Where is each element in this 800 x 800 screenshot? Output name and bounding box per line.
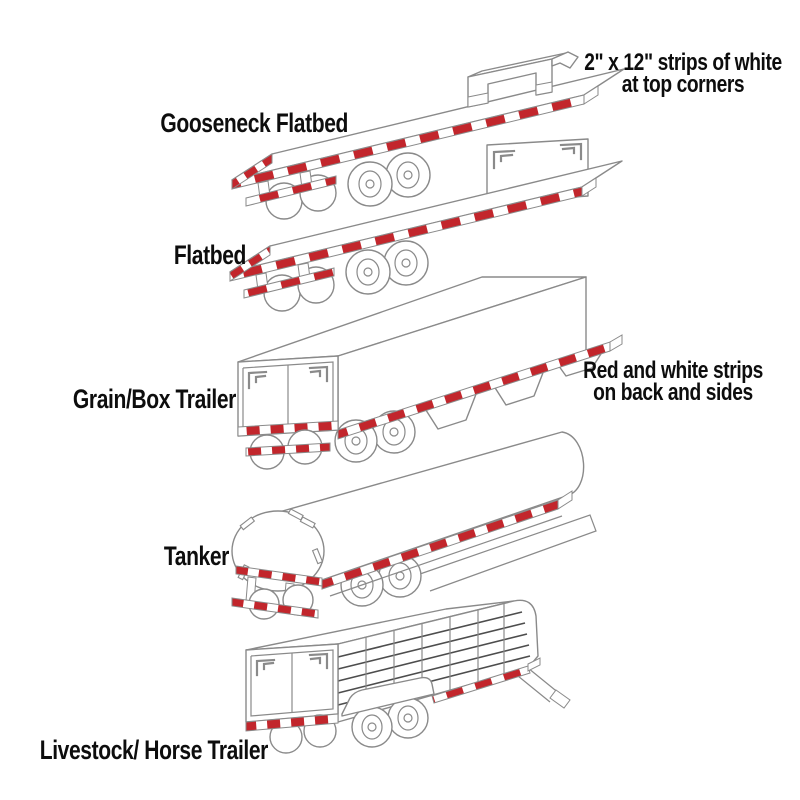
rear-bumper-tape (243, 267, 335, 299)
wheel-fender (341, 676, 435, 717)
white-corner-strip (492, 149, 516, 170)
white-corner-strip (255, 658, 276, 677)
label-livestock-horse-trailer: Livestock/ Horse Trailer (39, 735, 269, 765)
label-flatbed: Flatbed (173, 240, 247, 270)
livestock-horse-trailer-illustration (245, 599, 571, 754)
white-corner-strip (247, 370, 268, 390)
tandem-wheels (351, 697, 429, 748)
label-gooseneck-flatbed: Gooseneck Flatbed (160, 108, 348, 138)
side-slats (337, 611, 531, 706)
tandem-wheels (345, 240, 429, 295)
note-top-corners-line2: at top corners (621, 71, 745, 98)
conspicuity-tape-side (431, 665, 531, 704)
note-back-sides-line2: on back and sides (593, 379, 753, 406)
gooseneck-hitch (467, 51, 579, 108)
white-corner-strip (559, 142, 583, 161)
note-back-sides: Red and white strips on back and sides (505, 357, 800, 406)
rear-bumper-tape (245, 442, 331, 457)
note-top-corners-line1: 2" x 12" strips of white (584, 49, 782, 76)
rear-bumper-tape (231, 597, 319, 619)
conspicuity-tape-rear (231, 153, 273, 190)
flatbed-illustration (229, 138, 623, 312)
rear-bumper-tape (245, 175, 337, 207)
label-grain-box-trailer: Grain/Box Trailer (72, 384, 236, 414)
conspicuity-tape-rear (237, 420, 339, 437)
white-corner-strip (308, 365, 329, 383)
label-tanker: Tanker (163, 541, 230, 571)
conspicuity-tape-rear (245, 713, 339, 732)
white-corner-strip (308, 652, 329, 670)
note-top-corners: 2" x 12" strips of white at top corners (515, 49, 800, 98)
note-back-sides-line1: Red and white strips (583, 357, 763, 384)
tandem-wheels (347, 152, 431, 207)
rear-doors (245, 643, 339, 723)
grain-box-trailer-illustration (237, 276, 623, 470)
gooseneck-flatbed-illustration (231, 51, 625, 220)
conspicuity-tape-rear (229, 245, 271, 282)
tanker-illustration (231, 431, 597, 620)
